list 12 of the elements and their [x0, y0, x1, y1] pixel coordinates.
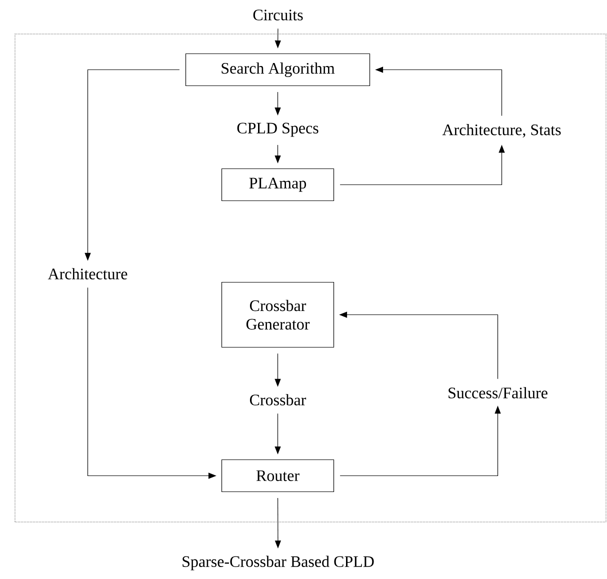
process-box: PLAmap: [221, 168, 334, 202]
process-box: Search Algorithm: [185, 53, 370, 86]
flow-label: Architecture, Stats: [442, 124, 561, 138]
flow-label: CPLD Specs: [237, 122, 318, 137]
process-box: Router: [221, 459, 334, 492]
flow-label: Success/Failure: [448, 387, 548, 398]
flow-label: Crossbar: [250, 394, 306, 406]
flow-label: Circuits: [253, 10, 303, 20]
dotted-frame: [14, 34, 606, 522]
process-box: Crossbar Generator: [221, 282, 334, 348]
flow-label: Sparse-Crossbar Based CPLD: [182, 556, 374, 570]
flow-label: Architecture: [48, 268, 128, 280]
